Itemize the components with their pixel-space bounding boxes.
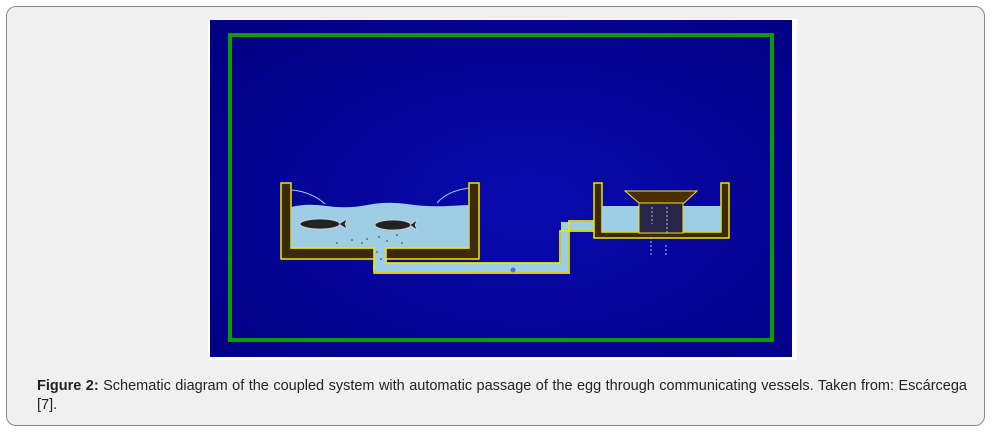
green-frame xyxy=(228,33,774,342)
left-tank xyxy=(280,182,480,272)
valve-icon xyxy=(510,267,516,273)
caption-text: Schematic diagram of the coupled system … xyxy=(37,378,967,413)
fish-icon xyxy=(299,218,348,230)
caption-label: Figure 2: xyxy=(37,378,99,394)
right-tank xyxy=(593,182,730,257)
figure-caption: Figure 2: Schematic diagram of the coupl… xyxy=(37,377,967,415)
figure-card: Figure 2: Schematic diagram of the coupl… xyxy=(6,6,985,426)
pipe-water xyxy=(375,263,561,272)
figure-image xyxy=(208,19,797,360)
fish-icon xyxy=(374,219,418,231)
incubator-box xyxy=(638,202,684,234)
coupled-system-diagram xyxy=(210,20,792,357)
diagram-background xyxy=(210,20,792,357)
funnel xyxy=(623,190,699,204)
